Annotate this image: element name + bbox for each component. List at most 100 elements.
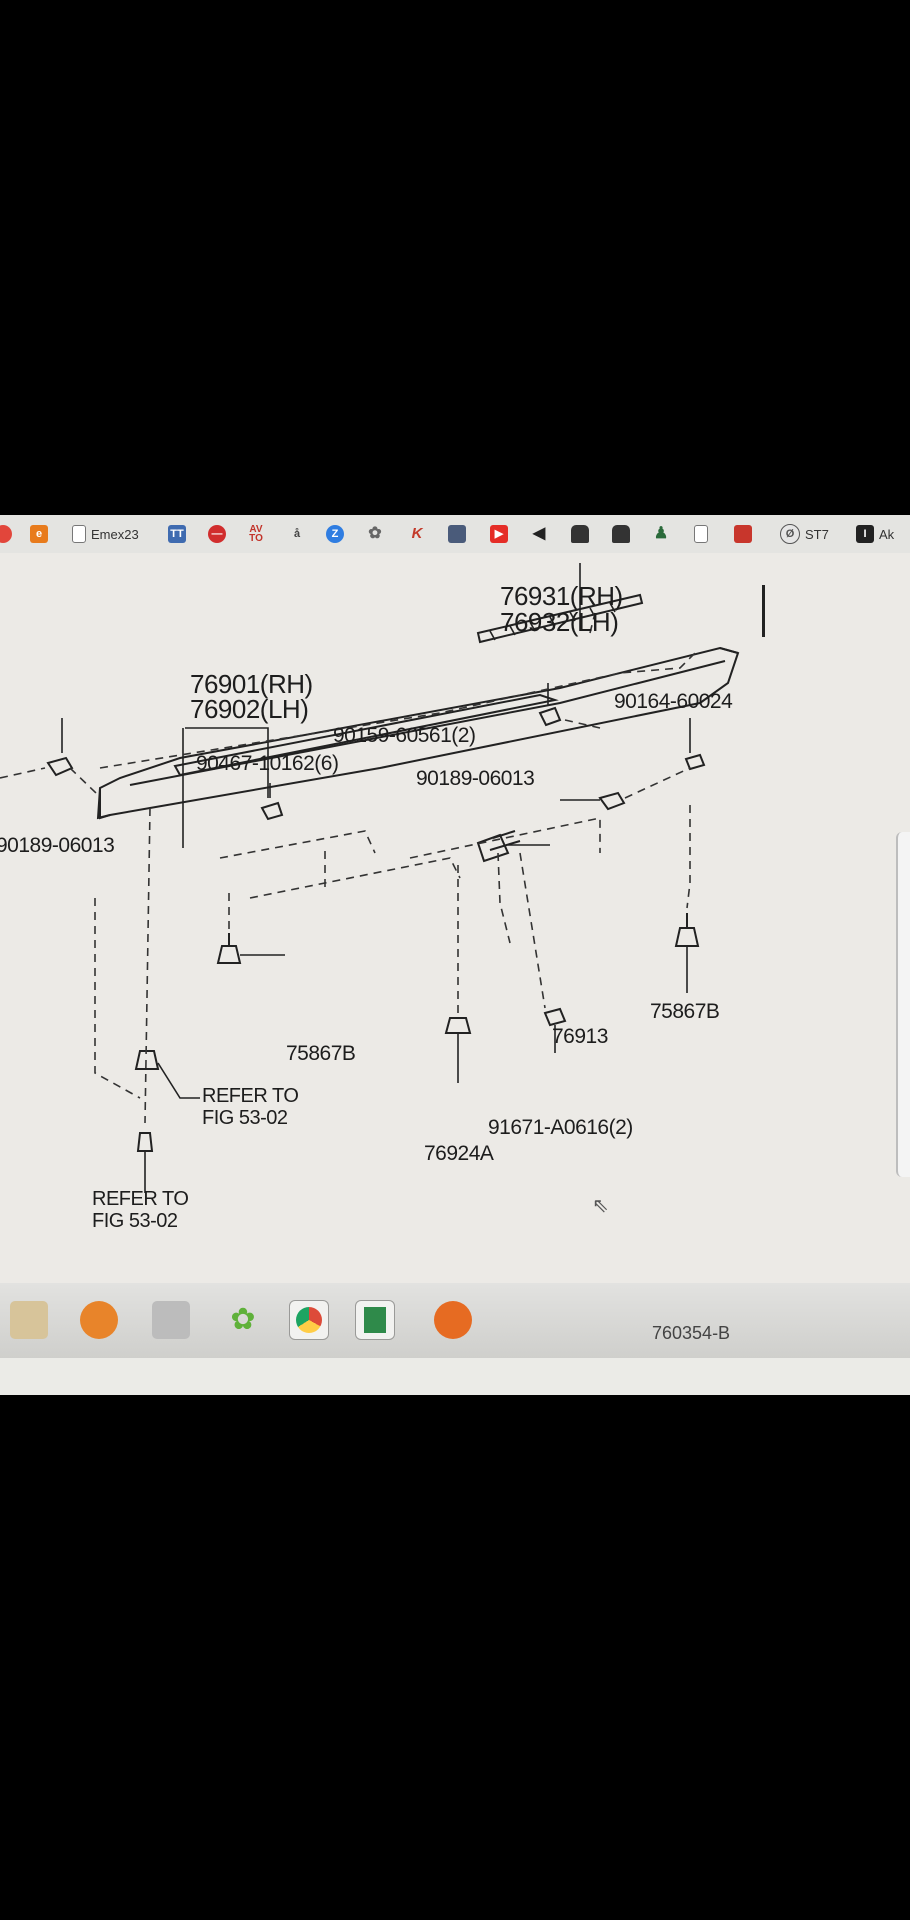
bookmark-9[interactable]: ✿ (366, 523, 384, 545)
label-refer1-line1: REFER TO (202, 1085, 299, 1107)
rocker-end-right (719, 647, 739, 654)
rocker-panel-edge (129, 660, 726, 786)
label-refer2-line2: FIG 53-02 (92, 1210, 178, 1232)
phantom-line (686, 805, 691, 909)
page-icon (694, 525, 708, 543)
bookmark-15[interactable] (612, 523, 630, 545)
orange-e-icon: e (30, 525, 48, 543)
rocker-end-left (96, 787, 111, 820)
cursor-caret (762, 585, 765, 637)
a-icon: å (293, 528, 301, 540)
rocker-panel-trim (173, 693, 559, 777)
red-circle-icon (0, 525, 12, 543)
leader-76901 (182, 727, 269, 848)
phantom-line (99, 652, 696, 769)
lock-icon (612, 525, 630, 543)
red-square-icon (734, 525, 752, 543)
bookmark-17[interactable] (694, 523, 708, 545)
label-76924a: 76924A (424, 1142, 494, 1165)
media-player-icon[interactable] (80, 1301, 118, 1339)
drawing-id: 760354-B (652, 1323, 731, 1343)
bookmark-8[interactable]: Z (326, 523, 344, 545)
phantom-line (144, 807, 151, 1124)
bookmark-16[interactable]: ♟ (652, 523, 670, 545)
megaphone-icon: ◀ (532, 525, 546, 542)
icq-flower-icon[interactable]: ✿ (230, 1303, 256, 1336)
i-icon: I (856, 525, 874, 543)
label-90189-left: 90189-06013 (0, 834, 115, 857)
bookmark-12[interactable]: ▶ (490, 523, 508, 545)
phantom-line (624, 767, 691, 799)
firefox-icon[interactable] (434, 1301, 472, 1339)
label-76913: 76913 (552, 1025, 608, 1048)
label-76902: 76902(LH) (190, 694, 309, 724)
parts-diagram: 76931(RH) 76932(LH) 76901(RH) 76902(LH) … (0, 553, 910, 1303)
bookmark-14[interactable] (571, 523, 589, 545)
label-75867b-left: 75867B (286, 1042, 356, 1065)
label-76932: 76932(LH) (500, 607, 619, 637)
phantom-line (0, 767, 46, 779)
molding-ribs (489, 602, 616, 641)
label-91671: 91671-A0616(2) (488, 1116, 633, 1139)
gear-icon: ✿ (368, 525, 382, 542)
phantom-line (497, 852, 511, 944)
molding-part (476, 593, 644, 644)
st-icon: Ø (780, 524, 800, 544)
spreadsheet-icon[interactable] (356, 1301, 394, 1339)
label-76931: 76931(RH) (500, 581, 623, 611)
bookmark-emex23[interactable]: Emex23 (72, 523, 139, 545)
tt-icon: TT (168, 525, 186, 543)
parts-drawing (0, 563, 740, 1193)
bookmark-1[interactable] (0, 523, 12, 545)
label-refer2-line1: REFER TO (92, 1188, 189, 1210)
stop-icon: — (208, 525, 226, 543)
phantom-line (409, 817, 601, 859)
phantom-line (249, 857, 461, 899)
page-icon (72, 525, 86, 543)
label-75867b-right: 75867B (650, 1000, 720, 1023)
screw-91671 (543, 1007, 567, 1027)
mouse-cursor-icon: ⇖ (592, 1195, 609, 1217)
bookmark-4[interactable]: TT (168, 523, 186, 545)
label-76901: 76901(RH) (190, 669, 313, 699)
k-icon: K (411, 525, 423, 542)
figure-icon: ♟ (653, 525, 669, 542)
bookmark-6[interactable]: AV TO (247, 523, 265, 545)
youtube-icon: ▶ (490, 525, 508, 543)
phantom-line (519, 852, 546, 1009)
spreadsheet-logo (364, 1307, 386, 1333)
bookmark-18[interactable] (734, 523, 752, 545)
bookmark-5[interactable]: — (208, 523, 226, 545)
screw-90159 (538, 706, 562, 727)
phantom-line (589, 612, 596, 634)
label-90467: 90467-10162(6) (196, 752, 339, 775)
label-refer1-line2: FIG 53-02 (202, 1107, 288, 1129)
clip-90189-right (598, 791, 626, 811)
phantom-line (219, 830, 376, 859)
taskbar: ✿ (0, 1283, 910, 1358)
phantom-line (564, 719, 601, 729)
bookmark-13[interactable]: ◀ (530, 523, 548, 545)
bookmark-11[interactable] (448, 523, 466, 545)
phantom-line (94, 898, 141, 1099)
av-to-icon: AV TO (249, 524, 263, 544)
label-90164: 90164-60024 (614, 690, 733, 713)
bookmark-7[interactable]: å (288, 523, 306, 545)
document-icon[interactable] (152, 1301, 190, 1339)
badge-icon (448, 525, 466, 543)
label-90159: 90159-60561(2) (333, 724, 476, 747)
bookmark-10[interactable]: K (408, 523, 426, 545)
chrome-icon[interactable] (290, 1301, 328, 1339)
clip-75867b-left (216, 933, 242, 964)
file-manager-icon[interactable] (10, 1301, 48, 1339)
scrollbar-thumb[interactable] (896, 832, 910, 1177)
lock-icon (571, 525, 589, 543)
clip-90189-left (46, 756, 74, 777)
bookmark-2[interactable]: e (30, 523, 48, 545)
label-90189-right: 90189-06013 (416, 767, 535, 790)
bookmark-label: Emex23 (91, 526, 139, 542)
